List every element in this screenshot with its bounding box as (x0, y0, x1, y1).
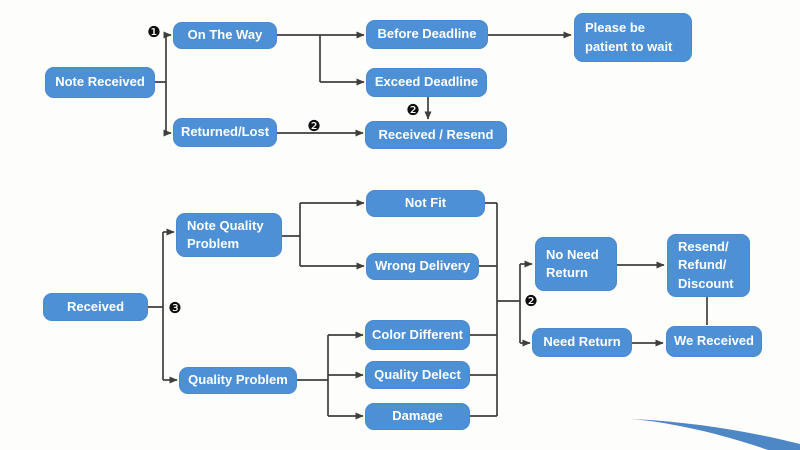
node-note-quality-problem: Note Quality Problem (176, 213, 282, 257)
step-2-marker-return: ❷ (524, 292, 538, 310)
node-damage: Damage (365, 403, 470, 430)
node-quality-delect: Quality Delect (365, 361, 470, 389)
node-resend-refund-discount: Resend/ Refund/ Discount (667, 234, 750, 297)
node-not-fit: Not Fit (366, 190, 485, 217)
node-color-different: Color Different (365, 320, 470, 350)
step-1-marker: ❶ (147, 23, 161, 41)
step-3-marker: ❸ (168, 299, 182, 317)
brand-swoosh-icon (632, 419, 800, 450)
node-on-the-way: On The Way (173, 22, 277, 49)
node-we-received: We Received (666, 326, 762, 357)
node-need-return: Need Return (532, 328, 632, 357)
node-received-resend: Received / Resend (365, 121, 507, 149)
node-quality-problem: Quality Problem (179, 367, 297, 394)
node-received: Received (43, 293, 148, 321)
connector-trunks (148, 34, 708, 417)
node-wrong-delivery: Wrong Delivery (366, 253, 479, 280)
step-2-marker-returned: ❷ (307, 117, 321, 135)
node-returned-lost: Returned/Lost (173, 118, 277, 147)
node-no-need-return: No Need Return (535, 237, 617, 291)
node-please-wait: Please be patient to wait (574, 13, 692, 62)
node-note-received: Note Received (45, 67, 155, 98)
node-before-deadline: Before Deadline (366, 20, 488, 49)
node-exceed-deadline: Exceed Deadline (366, 68, 487, 97)
step-2-marker-exceed: ❷ (406, 101, 420, 119)
